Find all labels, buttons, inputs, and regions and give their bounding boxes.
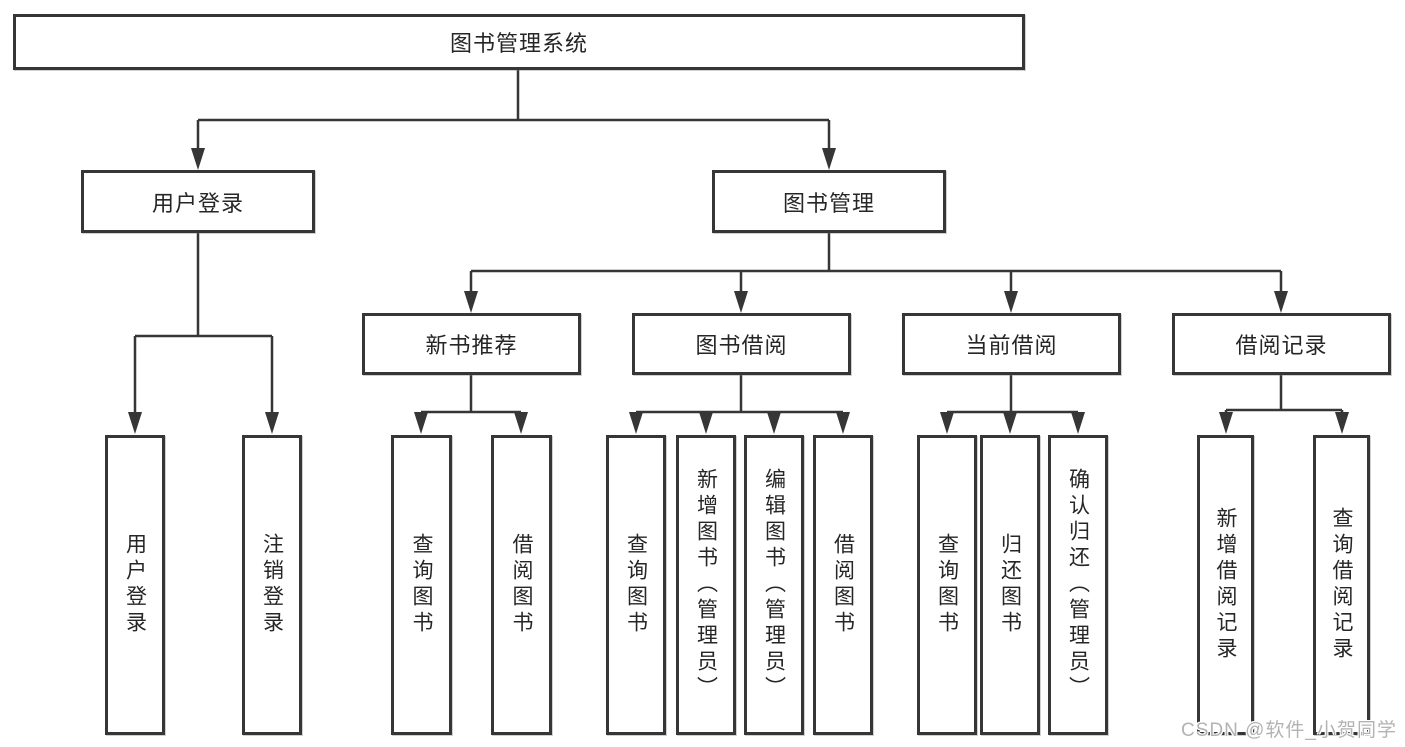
node-current-borrowing: 当前借阅 <box>902 313 1121 375</box>
arrowhead <box>836 412 850 434</box>
arrowhead <box>1003 412 1017 434</box>
arrowhead <box>514 412 528 434</box>
node-borrowing-records: 借阅记录 <box>1172 313 1391 375</box>
leaf-add-borrow-record: 新增借阅记录 <box>1197 435 1254 735</box>
leaf-edit-book-admin: 编辑图书（管理员） <box>744 435 804 735</box>
arrowhead <box>128 412 142 434</box>
leaf-borrow-books-borrowing: 借阅图书 <box>813 435 873 735</box>
arrowhead <box>1335 412 1349 434</box>
leaf-return-books: 归还图书 <box>980 435 1040 735</box>
arrowhead <box>822 148 836 170</box>
node-library-management-system: 图书管理系统 <box>13 14 1025 70</box>
leaf-borrow-books-recommendation: 借阅图书 <box>491 435 552 735</box>
connector-records-to-leaves <box>1224 375 1344 418</box>
arrowhead <box>1004 291 1018 313</box>
arrowhead <box>265 412 279 434</box>
arrowhead <box>734 291 748 313</box>
connector-borrowing-to-leaves <box>634 375 845 418</box>
connector-userlogin-to-leaves <box>133 233 274 417</box>
leaf-query-books-current: 查询图书 <box>917 435 977 735</box>
leaf-query-books-recommendation: 查询图书 <box>391 435 452 735</box>
leaf-add-book-admin: 新增图书（管理员） <box>676 435 736 735</box>
node-new-book-recommendation: 新书推荐 <box>362 313 581 375</box>
arrowhead <box>1219 412 1233 434</box>
arrowhead <box>940 412 954 434</box>
arrowhead <box>629 412 643 434</box>
arrowhead <box>767 412 781 434</box>
node-user-login: 用户登录 <box>81 170 315 233</box>
node-book-borrowing: 图书借阅 <box>632 313 851 375</box>
leaf-query-books-borrowing: 查询图书 <box>606 435 666 735</box>
arrowhead <box>464 291 478 313</box>
arrowhead <box>191 148 205 170</box>
leaf-user-login: 用户登录 <box>105 435 165 735</box>
connector-current-to-leaves <box>945 375 1080 418</box>
csdn-watermark: CSDN @软件_小贺同学 <box>1181 720 1397 741</box>
arrowhead <box>1274 291 1288 313</box>
connector-bookmgmt-to-level3 <box>469 233 1283 295</box>
arrowhead <box>1071 412 1085 434</box>
leaf-logout: 注销登录 <box>242 435 302 735</box>
leaf-confirm-return-admin: 确认归还（管理员） <box>1048 435 1108 735</box>
connector-root-to-level2 <box>196 70 831 152</box>
node-book-management: 图书管理 <box>712 170 946 233</box>
arrowhead <box>414 412 428 434</box>
leaf-query-borrow-record: 查询借阅记录 <box>1313 435 1370 735</box>
arrowhead <box>699 412 713 434</box>
arrowheads <box>128 148 1349 434</box>
connector-recommend-to-leaves <box>419 375 523 418</box>
